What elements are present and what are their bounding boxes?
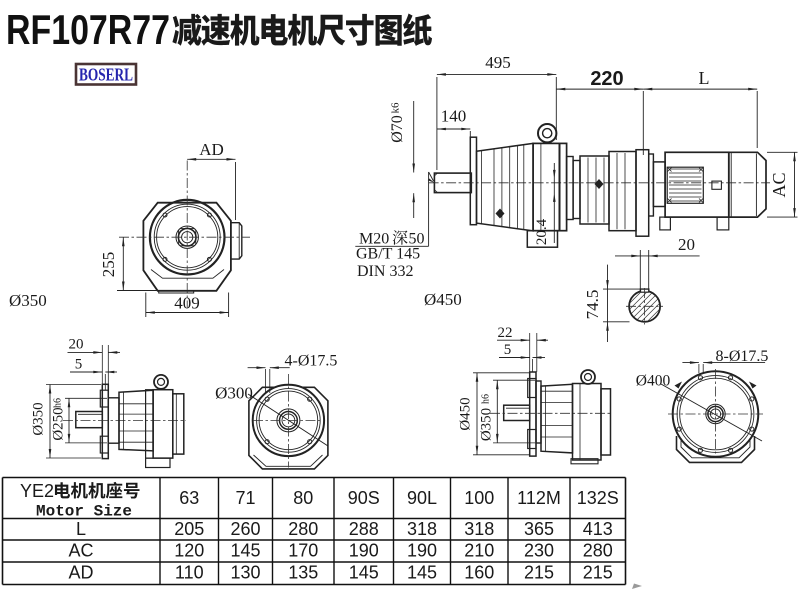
svg-text:190: 190: [349, 541, 379, 561]
svg-text:170: 170: [288, 541, 318, 561]
svg-text:Ø450: Ø450: [424, 290, 462, 309]
svg-text:112M: 112M: [517, 488, 561, 508]
svg-text:110: 110: [175, 563, 204, 583]
svg-text:74.5: 74.5: [583, 290, 602, 320]
svg-text:80: 80: [293, 488, 313, 508]
svg-text:M20: M20: [359, 231, 389, 248]
svg-text:90L: 90L: [407, 488, 437, 508]
svg-text:L: L: [699, 68, 710, 88]
svg-text:145: 145: [230, 541, 260, 561]
svg-text:AC: AC: [68, 541, 93, 561]
svg-text:4-Ø17.5: 4-Ø17.5: [285, 353, 338, 370]
svg-text:22: 22: [498, 325, 513, 341]
svg-text:365: 365: [524, 519, 554, 539]
svg-text:Ø350: Ø350: [9, 291, 47, 310]
svg-text:90S: 90S: [348, 488, 380, 508]
svg-text:132S: 132S: [577, 488, 619, 508]
svg-text:Ø300: Ø300: [215, 384, 253, 403]
svg-text:318: 318: [407, 519, 437, 539]
svg-text:120: 120: [174, 541, 204, 561]
svg-text:100: 100: [464, 488, 494, 508]
svg-text:BOSERL: BOSERL: [79, 65, 133, 85]
svg-text:YE2: YE2: [20, 481, 54, 501]
svg-text:RF107R77: RF107R77: [6, 6, 170, 53]
svg-text:Ø400: Ø400: [636, 373, 671, 390]
svg-text:AC: AC: [769, 172, 789, 197]
svg-text:210: 210: [464, 541, 494, 561]
svg-text:Ø350: Ø350: [31, 402, 47, 435]
svg-text:495: 495: [485, 53, 511, 72]
svg-text:20: 20: [69, 337, 84, 353]
svg-text:215: 215: [583, 563, 613, 583]
svg-text:255: 255: [99, 252, 118, 278]
svg-text:230: 230: [524, 541, 554, 561]
svg-text:L: L: [76, 519, 86, 539]
svg-text:Ø350: Ø350: [479, 408, 495, 441]
svg-text:280: 280: [583, 541, 613, 561]
svg-text:h6: h6: [53, 398, 64, 408]
svg-text:318: 318: [464, 519, 494, 539]
svg-text:50: 50: [409, 231, 425, 248]
svg-text:140: 140: [441, 107, 467, 126]
svg-text:145: 145: [407, 563, 437, 583]
svg-text:5: 5: [504, 342, 512, 358]
svg-text:130: 130: [230, 563, 260, 583]
svg-text:220: 220: [590, 68, 623, 90]
svg-text:5: 5: [75, 357, 83, 373]
svg-text:AD: AD: [199, 140, 224, 159]
svg-text:205: 205: [174, 519, 204, 539]
svg-text:409: 409: [174, 294, 200, 313]
svg-text:215: 215: [524, 563, 554, 583]
svg-text:160: 160: [464, 563, 494, 583]
svg-text:63: 63: [179, 488, 199, 508]
svg-text:Ø450: Ø450: [458, 397, 474, 430]
svg-text:GB/T 145: GB/T 145: [356, 246, 420, 263]
svg-text:288: 288: [349, 519, 379, 539]
svg-text:AD: AD: [68, 563, 93, 583]
svg-text:20: 20: [678, 235, 695, 254]
svg-text:k6: k6: [390, 102, 402, 114]
svg-text:260: 260: [230, 519, 260, 539]
svg-text:145: 145: [349, 563, 379, 583]
svg-text:190: 190: [407, 541, 437, 561]
svg-text:h6: h6: [481, 394, 492, 404]
svg-text:135: 135: [288, 563, 318, 583]
svg-text:20.4: 20.4: [534, 218, 550, 245]
svg-text:Ø70: Ø70: [389, 115, 406, 143]
svg-text:413: 413: [583, 519, 613, 539]
svg-text:8-Ø17.5: 8-Ø17.5: [716, 348, 769, 365]
svg-text:71: 71: [235, 488, 255, 508]
svg-text:Motor Size: Motor Size: [36, 503, 132, 521]
svg-text:280: 280: [288, 519, 318, 539]
svg-text:DIN 332: DIN 332: [357, 263, 413, 280]
svg-text:Ø250: Ø250: [51, 407, 67, 440]
